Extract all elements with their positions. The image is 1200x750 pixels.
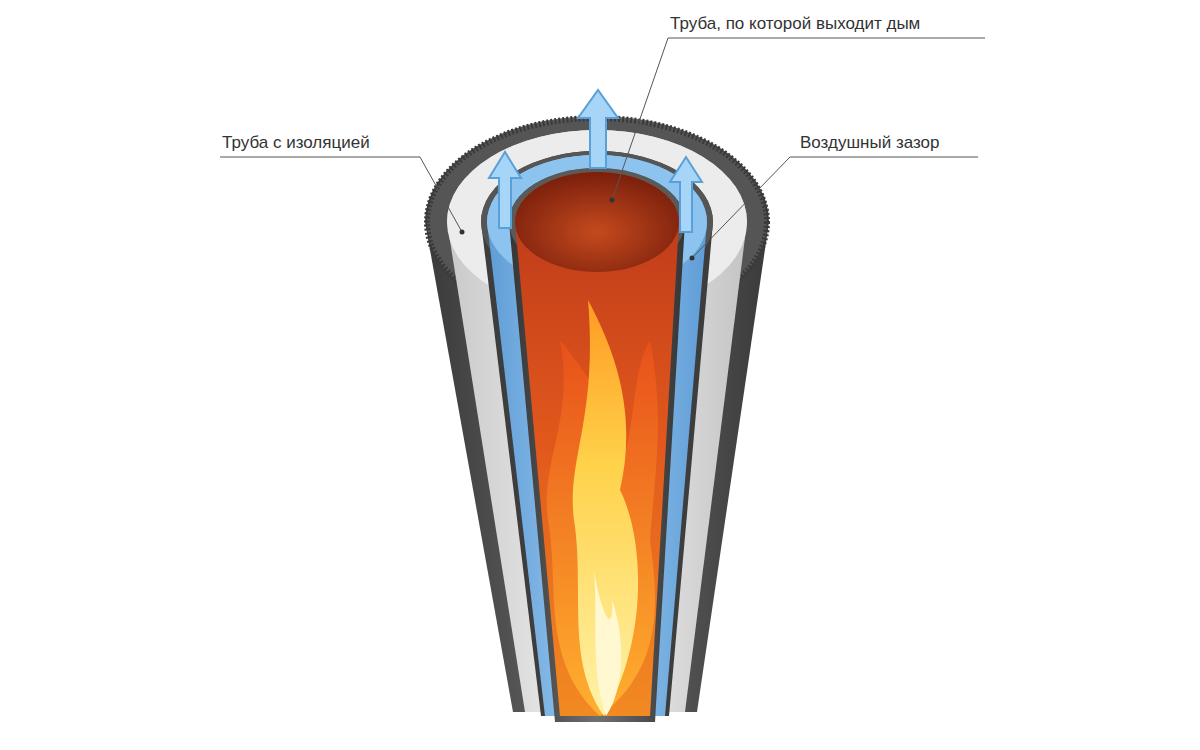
- leader-dot: [460, 230, 465, 235]
- smoke-pipe-wall: [509, 168, 685, 722]
- gap-outer-wall: [481, 151, 713, 716]
- leader-line: [220, 157, 462, 232]
- flame-core: [594, 570, 621, 716]
- leader-line: [612, 38, 985, 200]
- pipe-interior: [515, 172, 679, 716]
- callout-label: Труба, по которой выходит дым: [670, 14, 920, 34]
- leader-line: [692, 157, 978, 258]
- leader-dot: [690, 256, 695, 261]
- callout-label: Воздушный зазор: [800, 133, 939, 153]
- flame-inner: [573, 300, 638, 716]
- airflow-arrow: [670, 157, 702, 232]
- airflow-arrow: [578, 90, 618, 168]
- callout-label: Труба с изоляцией: [222, 133, 370, 153]
- pipe-mouth: [515, 172, 679, 272]
- air-gap: [487, 155, 707, 716]
- airflow-arrow: [489, 152, 521, 228]
- leader-dot: [610, 198, 615, 203]
